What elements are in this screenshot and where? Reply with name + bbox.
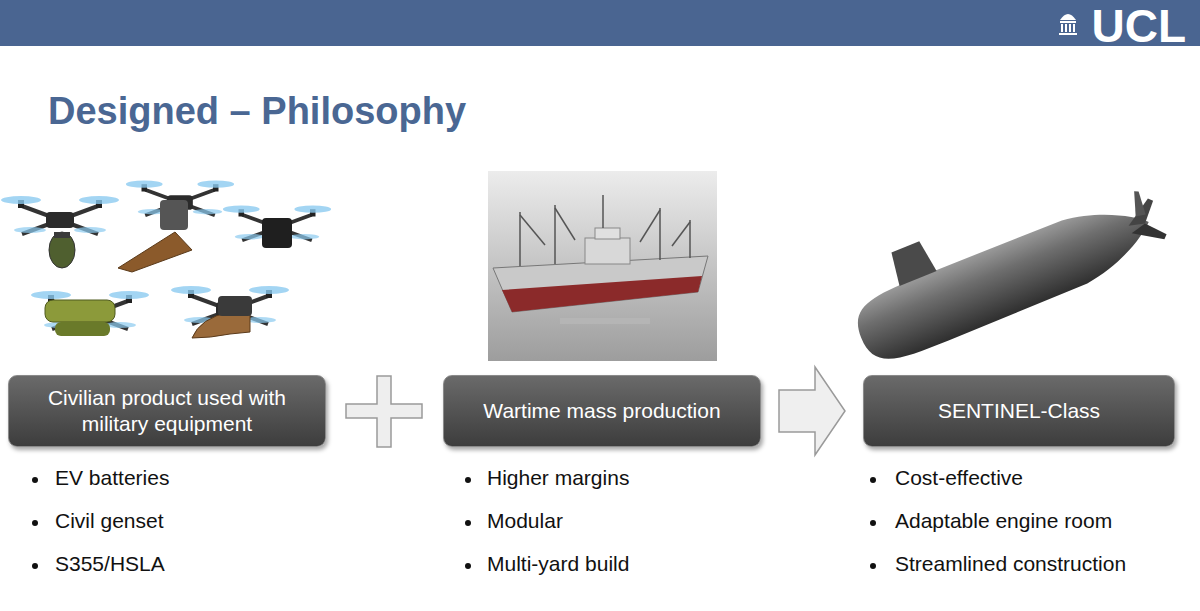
process-box: Wartime mass production [443,375,761,447]
plus-symbol [346,376,422,447]
bullet-text: S355/HSLA [55,551,165,576]
block-arrow [779,367,845,455]
bullet-dot [32,477,38,483]
header-bar [0,0,1200,46]
box-label: SENTINEL-Class [938,398,1100,424]
bullet-dot [32,520,38,526]
bullet-dot [870,477,876,483]
bullet-text: Civil genset [55,508,164,533]
bullet-dot [465,520,471,526]
process-box: Civilian product used with military equi… [8,375,326,447]
slide-title: Designed – Philosophy [48,92,466,130]
bullet-text: Adaptable engine room [895,508,1112,533]
bullet-dot [465,477,471,483]
bullet-text: Modular [487,508,563,533]
bullet-dot [32,563,38,569]
bullet-text: Cost-effective [895,465,1023,490]
logo-icon [1059,14,1077,35]
box-label: Wartime mass production [483,398,720,424]
box-label: Civilian product used with military equi… [23,385,311,438]
process-box: SENTINEL-Class [863,375,1175,447]
bullet-text: Multi-yard build [487,551,629,576]
bullet-dot [870,520,876,526]
bullet-text: Higher margins [487,465,629,490]
bullet-text: Streamlined construction [895,551,1126,576]
bullet-dot [870,563,876,569]
ship-illustration [488,171,717,361]
submarine-illustration [836,154,1173,370]
bullet-dot [465,563,471,569]
drone-illustration [1,181,331,339]
logo-text: UCL [1091,3,1186,49]
bullet-text: EV batteries [55,465,169,490]
